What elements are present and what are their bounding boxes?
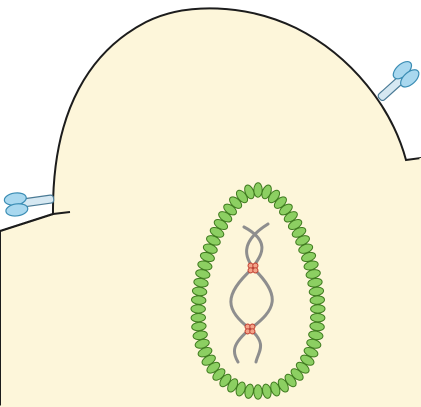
ring-bead bbox=[310, 313, 325, 322]
receptor-right-icon bbox=[372, 58, 421, 107]
ring-bead bbox=[191, 305, 206, 314]
ring-bead bbox=[311, 305, 326, 314]
ring-bead bbox=[191, 313, 206, 322]
cell-body bbox=[0, 8, 421, 407]
ring-bead bbox=[254, 183, 263, 198]
receptor-left-icon bbox=[4, 188, 56, 218]
ring-bead bbox=[254, 385, 263, 400]
